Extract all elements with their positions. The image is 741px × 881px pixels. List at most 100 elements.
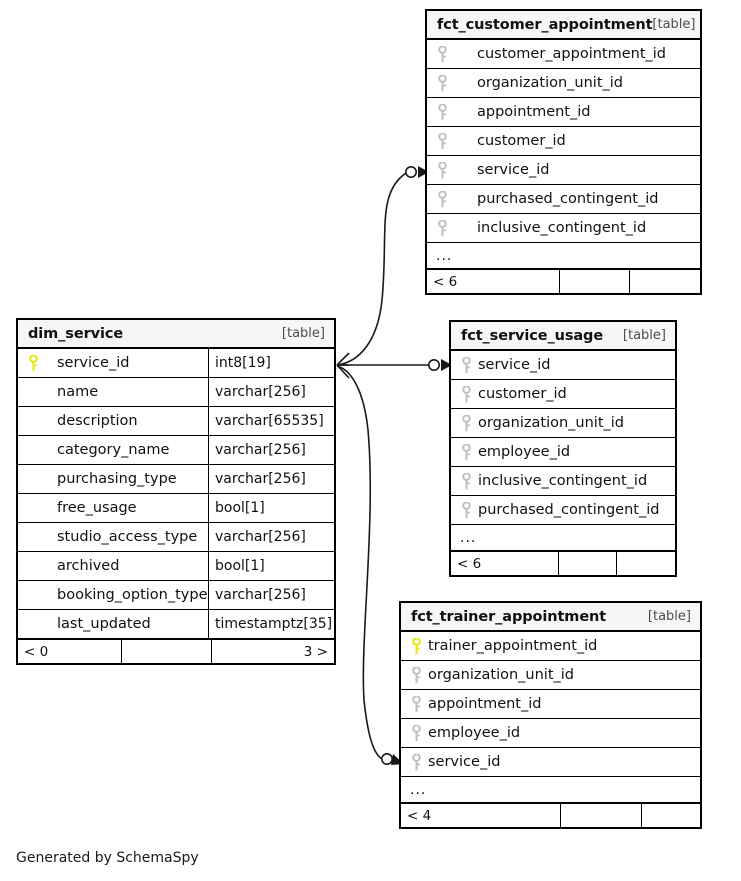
table-row[interactable]: organization_unit_id bbox=[451, 409, 675, 438]
table-fct-trainer-appointment[interactable]: fct_trainer_appointment [table] trainer_… bbox=[399, 601, 702, 829]
foreign-key-icon bbox=[409, 724, 423, 742]
table-row[interactable]: purchased_contingent_id bbox=[427, 185, 700, 214]
table-title: dim_service bbox=[28, 325, 124, 342]
table-row[interactable]: purchased_contingent_id bbox=[451, 496, 675, 525]
table-footer: < 6 bbox=[451, 551, 675, 575]
footer-left[interactable]: < 6 bbox=[451, 552, 559, 575]
table-row[interactable]: service_id bbox=[401, 748, 700, 777]
column-name: appointment_id bbox=[428, 696, 542, 712]
foreign-key-icon bbox=[409, 666, 423, 684]
column-name: customer_appointment_id bbox=[477, 46, 667, 62]
column-name: last_updated bbox=[57, 616, 151, 632]
table-row[interactable]: description varchar[65535] bbox=[18, 407, 334, 436]
foreign-key-icon bbox=[435, 103, 449, 121]
column-name: inclusive_contingent_id bbox=[478, 473, 648, 489]
table-row[interactable]: customer_id bbox=[427, 127, 700, 156]
column-type: varchar[256] bbox=[208, 523, 334, 551]
table-row[interactable]: customer_id bbox=[451, 380, 675, 409]
column-type: int8[19] bbox=[208, 349, 334, 377]
foreign-key-icon bbox=[435, 190, 449, 208]
footer-left[interactable]: < 6 bbox=[427, 270, 560, 293]
column-name: purchasing_type bbox=[57, 471, 177, 487]
footer-middle bbox=[559, 552, 617, 575]
table-row[interactable]: inclusive_contingent_id bbox=[451, 467, 675, 496]
table-row[interactable]: last_updated timestamptz[35] bbox=[18, 610, 334, 639]
column-name: organization_unit_id bbox=[477, 75, 623, 91]
table-header: dim_service [table] bbox=[18, 320, 334, 349]
table-row[interactable]: purchasing_type varchar[256] bbox=[18, 465, 334, 494]
table-footer: < 6 bbox=[427, 269, 700, 293]
table-row[interactable]: name varchar[256] bbox=[18, 378, 334, 407]
table-row[interactable]: service_id bbox=[427, 156, 700, 185]
column-name: service_id bbox=[57, 355, 130, 371]
table-fct-service-usage[interactable]: fct_service_usage [table] service_id cus… bbox=[449, 320, 677, 577]
foreign-key-icon bbox=[459, 443, 473, 461]
column-name: customer_id bbox=[477, 133, 566, 149]
column-name: organization_unit_id bbox=[428, 667, 574, 683]
table-footer: < 0 3 > bbox=[18, 639, 334, 663]
table-row[interactable]: appointment_id bbox=[401, 690, 700, 719]
table-row[interactable]: employee_id bbox=[451, 438, 675, 467]
table-type-tag: [table] bbox=[652, 17, 696, 32]
foreign-key-icon bbox=[459, 501, 473, 519]
footer-middle bbox=[560, 270, 630, 293]
column-name: employee_id bbox=[428, 725, 521, 741]
table-row[interactable]: category_name varchar[256] bbox=[18, 436, 334, 465]
table-row[interactable]: inclusive_contingent_id bbox=[427, 214, 700, 243]
table-row[interactable]: organization_unit_id bbox=[401, 661, 700, 690]
column-type: varchar[256] bbox=[208, 436, 334, 464]
generated-by-caption: Generated by SchemaSpy bbox=[16, 850, 199, 866]
table-row[interactable]: archived bool[1] bbox=[18, 552, 334, 581]
foreign-key-icon bbox=[459, 385, 473, 403]
table-title: fct_customer_appointment bbox=[437, 16, 653, 33]
table-row[interactable]: trainer_appointment_id bbox=[401, 632, 700, 661]
table-header: fct_customer_appointment [table] bbox=[427, 11, 700, 40]
table-fct-customer-appointment[interactable]: fct_customer_appointment [table] custome… bbox=[425, 9, 702, 295]
table-row[interactable]: booking_option_type varchar[256] bbox=[18, 581, 334, 610]
table-row[interactable]: studio_access_type varchar[256] bbox=[18, 523, 334, 552]
table-row[interactable]: service_id int8[19] bbox=[18, 349, 334, 378]
column-type: varchar[256] bbox=[208, 581, 334, 609]
column-name: inclusive_contingent_id bbox=[477, 220, 647, 236]
column-name: purchased_contingent_id bbox=[477, 191, 659, 207]
table-row[interactable]: service_id bbox=[451, 351, 675, 380]
column-name: purchased_contingent_id bbox=[478, 502, 660, 518]
table-dim-service[interactable]: dim_service [table] service_id int8[19] … bbox=[16, 318, 336, 665]
footer-middle bbox=[122, 640, 212, 663]
column-name: service_id bbox=[478, 357, 551, 373]
footer-left[interactable]: < 0 bbox=[18, 640, 122, 663]
column-name: free_usage bbox=[57, 500, 137, 516]
footer-right[interactable] bbox=[617, 552, 675, 575]
column-name: archived bbox=[57, 558, 120, 574]
column-name: service_id bbox=[428, 754, 501, 770]
column-name: booking_option_type bbox=[57, 587, 208, 603]
column-name: service_id bbox=[477, 162, 550, 178]
more-columns-indicator: ... bbox=[427, 243, 700, 269]
table-type-tag: [table] bbox=[281, 326, 325, 341]
primary-key-icon bbox=[409, 637, 423, 655]
foreign-key-icon bbox=[459, 472, 473, 490]
column-type: varchar[256] bbox=[208, 378, 334, 406]
column-name: studio_access_type bbox=[57, 529, 198, 545]
table-header: fct_service_usage [table] bbox=[451, 322, 675, 351]
footer-right[interactable] bbox=[642, 804, 700, 827]
column-name: customer_id bbox=[478, 386, 567, 402]
table-row[interactable]: customer_appointment_id bbox=[427, 40, 700, 69]
footer-right[interactable]: 3 > bbox=[303, 643, 328, 660]
more-columns-indicator: ... bbox=[451, 525, 675, 551]
foreign-key-icon bbox=[459, 414, 473, 432]
table-row[interactable]: organization_unit_id bbox=[427, 69, 700, 98]
footer-left[interactable]: < 4 bbox=[401, 804, 561, 827]
table-title: fct_service_usage bbox=[461, 327, 604, 344]
column-type: varchar[65535] bbox=[208, 407, 334, 435]
edge-dim-service-to-customer-appointment bbox=[336, 169, 418, 366]
table-type-tag: [table] bbox=[622, 328, 666, 343]
table-row[interactable]: employee_id bbox=[401, 719, 700, 748]
table-row[interactable]: free_usage bool[1] bbox=[18, 494, 334, 523]
column-name: name bbox=[57, 384, 99, 400]
foreign-key-icon bbox=[435, 74, 449, 92]
table-row[interactable]: appointment_id bbox=[427, 98, 700, 127]
footer-right[interactable] bbox=[630, 270, 700, 293]
table-header: fct_trainer_appointment [table] bbox=[401, 603, 700, 632]
foreign-key-icon bbox=[409, 753, 423, 771]
